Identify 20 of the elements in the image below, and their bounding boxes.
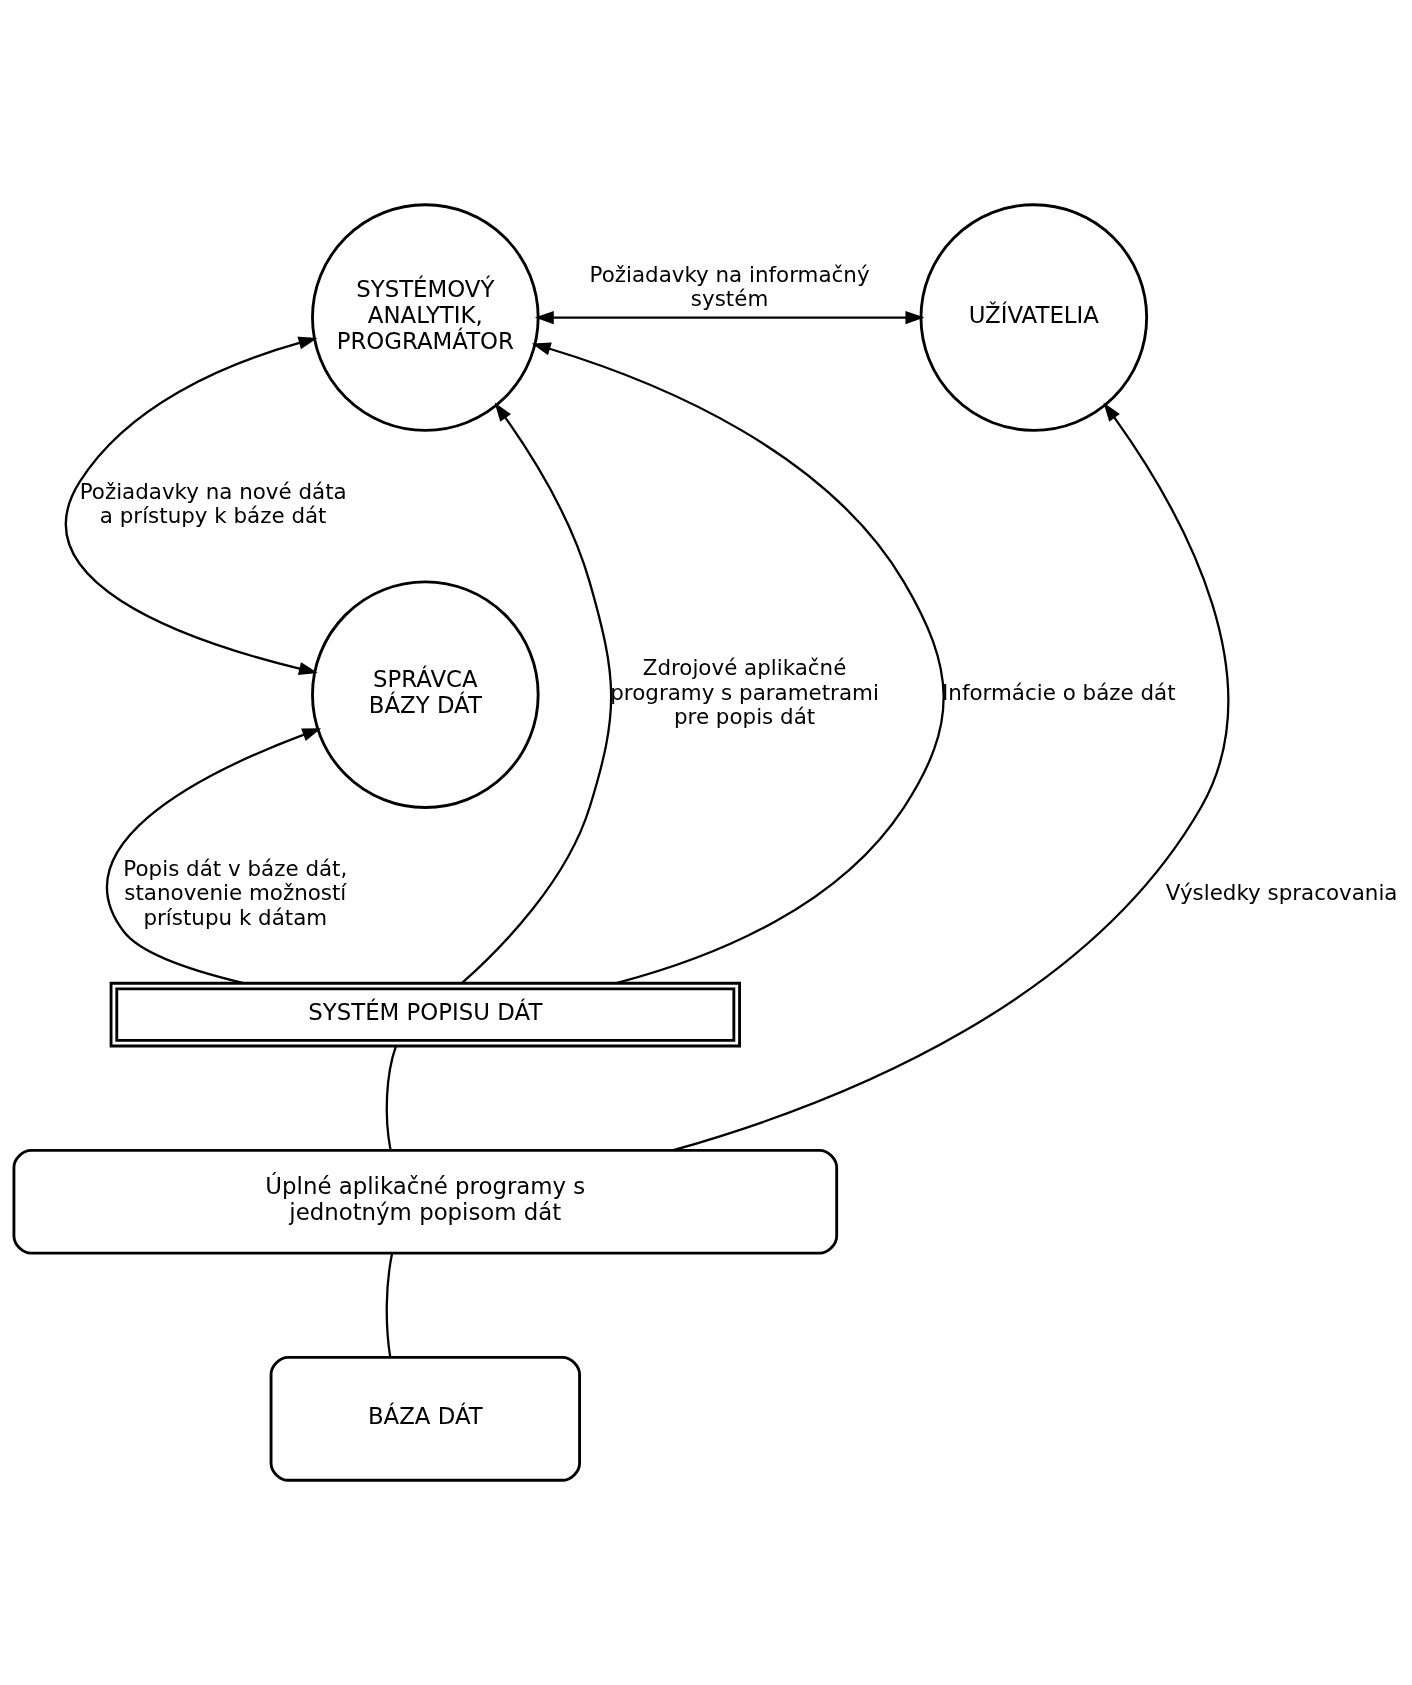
connector	[385, 1045, 398, 1151]
edge-label: Informácie o báze dát	[942, 679, 1176, 705]
node-circle: SYSTÉMOVÝ ANALYTIK, PROGRAMÁTOR	[311, 203, 540, 432]
arrow	[106, 728, 322, 985]
edge-label: Požiadavky na nové dáta a prístupy k báze dát	[79, 478, 347, 529]
arrow	[65, 336, 318, 676]
edge-label: Výsledky spracovania	[1165, 880, 1398, 906]
arrow	[534, 310, 925, 325]
edge-label: Zdrojové aplikačné programy s parametrami pre popis dát	[610, 655, 879, 729]
edge-label: Požiadavky na informačný systém	[589, 261, 870, 312]
edge-label: Popis dát v báze dát, stanovenie možností prístupu k dátam	[123, 856, 348, 930]
node-box: BÁZA DÁT	[269, 1356, 581, 1482]
node-box: Úplné aplikačné programy s jednotným popisom dát	[12, 1148, 839, 1255]
arrow	[531, 342, 945, 985]
node-circle: UŽÍVATELIA	[919, 203, 1149, 432]
arrow	[461, 402, 613, 984]
arrow	[673, 402, 1230, 1152]
node-circle: SPRÁVCA BÁZY DÁT	[311, 580, 540, 809]
node-box: SYSTÉM POPISU DÁT	[109, 981, 741, 1048]
connector	[385, 1253, 394, 1358]
